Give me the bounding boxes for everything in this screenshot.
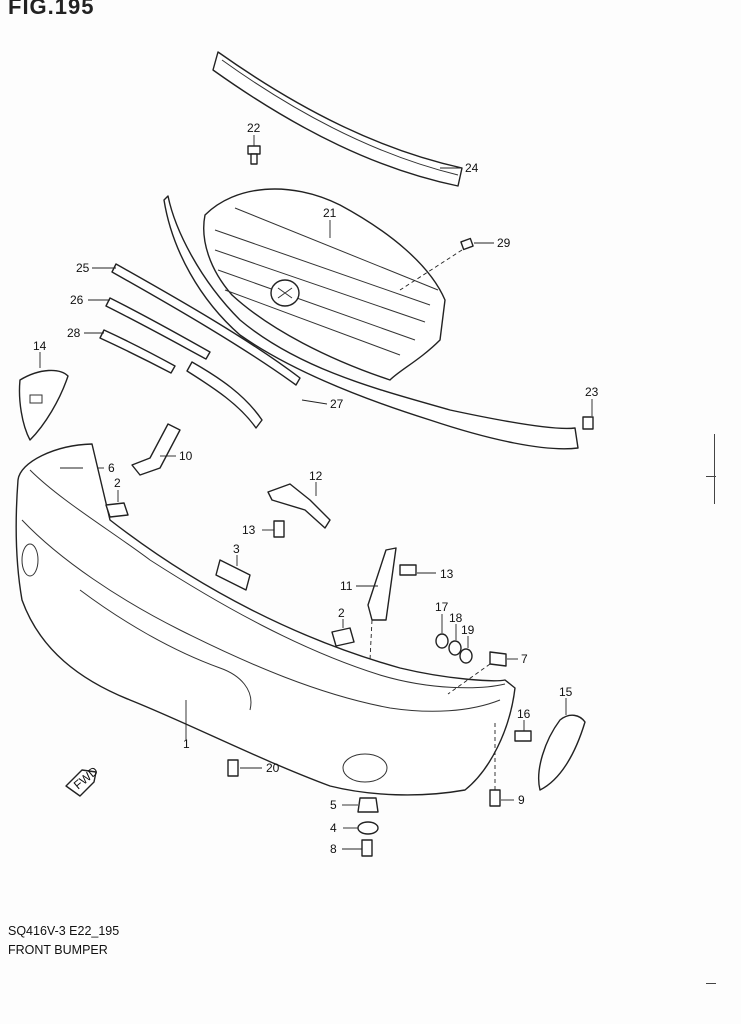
callout-2: 2 <box>114 476 121 490</box>
corner-mark <box>706 983 716 984</box>
callout-13: 13 <box>242 523 256 537</box>
callout-19: 19 <box>461 623 475 637</box>
callout-2: 2 <box>338 606 345 620</box>
part-27-molding <box>186 361 263 429</box>
callout-11: 11 <box>340 579 353 593</box>
part-12-bracket <box>267 482 331 529</box>
callout-26: 26 <box>70 293 84 307</box>
part-21-grille <box>163 188 579 450</box>
part-26-molding <box>105 297 211 360</box>
part-9-bolt <box>489 722 514 807</box>
figure-title: FRONT BUMPER <box>8 943 108 957</box>
callout-20: 20 <box>266 761 280 775</box>
part-7-clip <box>447 651 518 695</box>
callout-8: 8 <box>330 842 337 856</box>
callout-1: 1 <box>183 737 190 751</box>
margin-tick <box>706 476 716 477</box>
callout-10: 10 <box>179 449 193 463</box>
callout-18: 18 <box>449 611 463 625</box>
margin-mark <box>714 434 715 504</box>
part-28-molding <box>99 329 176 374</box>
part-5-mount <box>342 797 379 813</box>
part-25-molding <box>111 263 301 386</box>
part-13-bolt-b <box>399 564 436 576</box>
figure-code: SQ416V-3 E22_195 <box>8 924 120 938</box>
callout-12: 12 <box>309 469 323 483</box>
callout-27: 27 <box>330 397 344 411</box>
part-10-bracket <box>131 423 181 476</box>
callout-7: 7 <box>521 652 528 666</box>
part-18-washer <box>448 624 462 656</box>
part-2-pad-right <box>331 619 355 647</box>
part-14-side-cover-left <box>18 352 69 441</box>
part-24-upper-garnish <box>212 51 463 187</box>
callout-5: 5 <box>330 798 337 812</box>
leader-27 <box>301 399 328 405</box>
callout-14: 14 <box>33 339 47 353</box>
part-8-bolt <box>342 839 373 857</box>
part-3-plate <box>215 555 251 591</box>
callout-15: 15 <box>559 685 573 699</box>
part-11-bracket <box>356 547 397 661</box>
figure-caption: SQ416V-3 E22_195 FRONT BUMPER <box>8 922 119 960</box>
callout-24: 24 <box>465 161 479 175</box>
callout-29: 29 <box>497 236 511 250</box>
callout-23: 23 <box>585 385 599 399</box>
callout-3: 3 <box>233 542 240 556</box>
part-20-bolt <box>227 759 262 777</box>
part-17-nut <box>435 614 449 649</box>
part-16-screw <box>514 720 532 742</box>
callout-labels: 1 2 2 3 4 5 6 7 8 9 10 11 12 13 13 14 15… <box>33 121 599 856</box>
part-15-side-cover-right <box>538 698 586 791</box>
part-13-bolt-a <box>262 520 285 538</box>
part-23-screw <box>582 399 594 430</box>
callout-9: 9 <box>518 793 525 807</box>
callout-16: 16 <box>517 707 531 721</box>
figure-header: FIG.195 <box>8 0 95 19</box>
part-22-screw <box>247 135 261 165</box>
callout-4: 4 <box>330 821 337 835</box>
part-2-pad-left <box>105 490 129 518</box>
part-19-washer <box>459 636 473 664</box>
part-4-washer <box>343 821 379 835</box>
callout-22: 22 <box>247 121 261 135</box>
fwd-arrow-icon: FWD <box>65 764 101 797</box>
callout-28: 28 <box>67 326 81 340</box>
callout-17: 17 <box>435 600 449 614</box>
callout-13: 13 <box>440 567 454 581</box>
part-29-screw <box>399 237 494 291</box>
callout-21: 21 <box>323 206 337 220</box>
callout-25: 25 <box>76 261 90 275</box>
callout-6: 6 <box>108 461 115 475</box>
part-1-bumper <box>15 443 516 796</box>
